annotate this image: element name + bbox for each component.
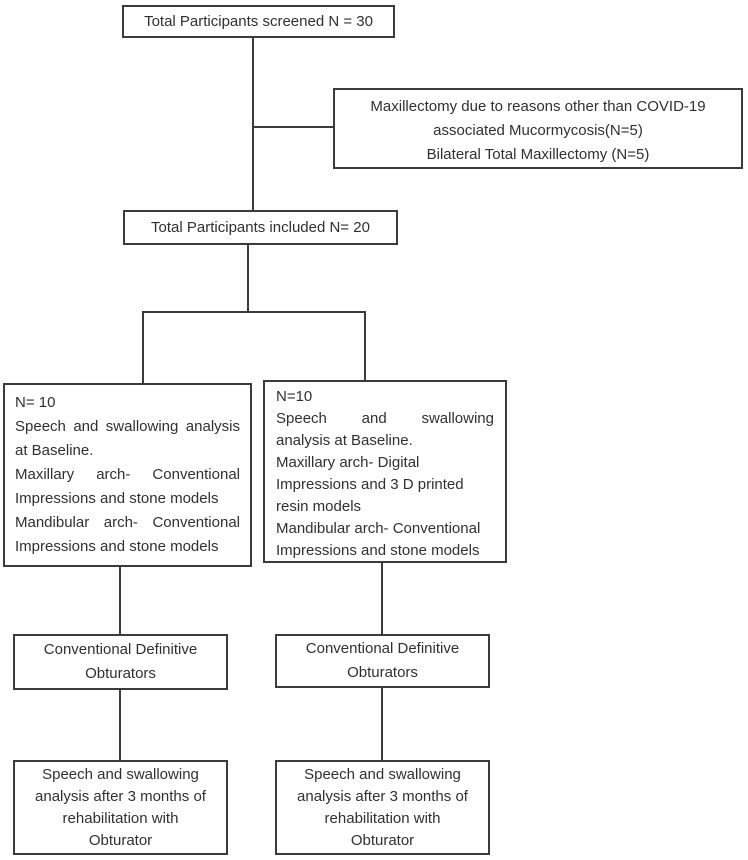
box-excluded: Maxillectomy due to reasons other than C…	[333, 88, 743, 169]
conventional-followup-line: rehabilitation with	[62, 810, 179, 827]
total-included-label: Total Participants included N= 20	[151, 218, 370, 236]
digital-arm-line: resin models	[276, 498, 362, 515]
box-digital-obturator: Conventional Definitive Obturators	[275, 634, 490, 688]
conventional-obturator-line: Obturators	[85, 665, 156, 682]
digital-followup-line: analysis after 3 months of	[297, 788, 468, 805]
conventional-followup-line: Obturator	[88, 832, 153, 849]
connector-screened-to-included	[252, 38, 254, 210]
digital-arm-line: Impressions and stone models	[276, 542, 480, 559]
conventional-arm-line: N= 10	[15, 394, 56, 411]
digital-obturator-line: Obturators	[347, 664, 418, 681]
connector-fork-to-digital-arm	[364, 311, 366, 380]
connector-fork-horizontal	[142, 311, 366, 313]
box-total-screened: Total Participants screened N = 30	[122, 5, 395, 38]
connector-fork-to-conventional-arm	[142, 311, 144, 383]
conventional-arm-line: at Baseline.	[15, 442, 94, 459]
conventional-followup-line: Speech and swallowing	[42, 766, 199, 783]
conventional-arm-line: Speech and swallowing analysis	[15, 418, 240, 435]
connector-conventional-arm-to-obturator	[119, 566, 121, 634]
box-conventional-followup: Speech and swallowing analysis after 3 m…	[13, 760, 228, 855]
box-digital-arm: N=10 Speech and swallowing analysis at B…	[263, 380, 507, 563]
connector-included-to-fork	[247, 245, 249, 312]
conventional-arm-line: Mandibular arch- Conventional	[15, 514, 240, 531]
excluded-line: Bilateral Total Maxillectomy (N=5)	[426, 146, 650, 163]
digital-arm-line: Maxillary arch- Digital	[276, 454, 420, 471]
excluded-line: Maxillectomy due to reasons other than C…	[370, 98, 706, 115]
conventional-arm-line: Impressions and stone models	[15, 490, 219, 507]
connector-conventional-obturator-to-followup	[119, 689, 121, 760]
box-digital-followup: Speech and swallowing analysis after 3 m…	[275, 760, 490, 855]
box-conventional-arm: N= 10 Speech and swallowing analysis at …	[3, 383, 252, 567]
digital-followup-line: rehabilitation with	[324, 810, 441, 827]
connector-digital-obturator-to-followup	[381, 687, 383, 760]
excluded-line: associated Mucormycosis(N=5)	[433, 122, 643, 139]
digital-arm-line: Speech and swallowing	[276, 410, 494, 427]
total-screened-label: Total Participants screened N = 30	[144, 12, 373, 30]
conventional-arm-line: Maxillary arch- Conventional	[15, 466, 240, 483]
conventional-obturator-line: Conventional Definitive	[43, 641, 198, 658]
digital-followup-line: Speech and swallowing	[304, 766, 461, 783]
digital-arm-line: Impressions and 3 D printed	[276, 476, 464, 493]
digital-followup-line: Obturator	[350, 832, 415, 849]
digital-obturator-line: Conventional Definitive	[305, 640, 460, 657]
digital-arm-line: Mandibular arch- Conventional	[276, 520, 481, 537]
connector-digital-arm-to-obturator	[381, 562, 383, 634]
digital-arm-line: N=10	[276, 388, 313, 405]
conventional-followup-line: analysis after 3 months of	[35, 788, 206, 805]
conventional-arm-line: Impressions and stone models	[15, 538, 219, 555]
box-conventional-obturator: Conventional Definitive Obturators	[13, 634, 228, 690]
connector-branch-to-excluded	[253, 126, 333, 128]
box-total-included: Total Participants included N= 20	[123, 210, 398, 245]
digital-arm-line: analysis at Baseline.	[276, 432, 413, 449]
